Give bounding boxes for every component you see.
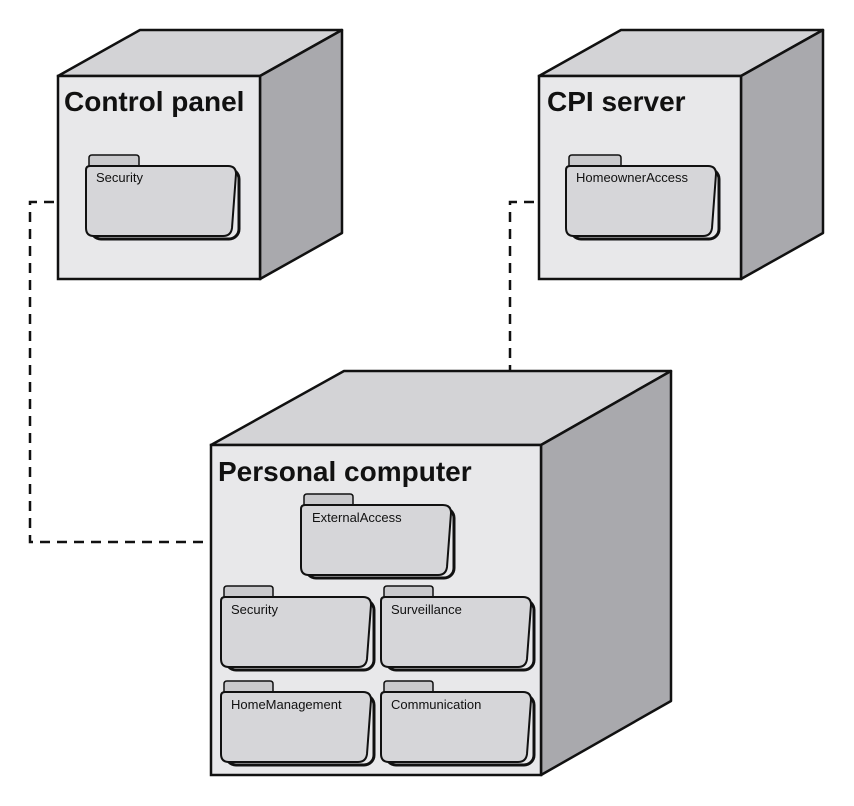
package-label: ExternalAccess: [312, 510, 402, 525]
package-label: Communication: [391, 697, 481, 712]
package-home-management: HomeManagement: [220, 680, 376, 767]
package-tab: [303, 493, 354, 506]
package-tab: [568, 154, 622, 167]
node-title: CPI server: [547, 86, 686, 117]
package-homeowner-access: HomeownerAccess: [565, 154, 721, 241]
package-body: [380, 691, 533, 763]
node-title: Control panel: [64, 86, 244, 117]
package-label: HomeownerAccess: [576, 170, 688, 185]
package-body: [85, 165, 238, 237]
package-surveillance: Surveillance: [380, 585, 536, 672]
package-body: [220, 596, 373, 668]
node-control-panel: Control panel Security: [56, 28, 344, 281]
node-personal-computer: Personal computer ExternalAccess Securit…: [209, 369, 673, 777]
package-label: Security: [231, 602, 278, 617]
package-security: Security: [220, 585, 376, 672]
package-tab: [383, 680, 434, 693]
package-tab: [383, 585, 434, 598]
package-tab: [223, 680, 274, 693]
package-body: [220, 691, 373, 763]
package-label: Security: [96, 170, 143, 185]
dependency-control-security-to-external-access: [28, 200, 303, 544]
package-label: Surveillance: [391, 602, 462, 617]
package-body: [300, 504, 453, 576]
package-communication: Communication: [380, 680, 536, 767]
package-body: [565, 165, 718, 237]
package-body: [380, 596, 533, 668]
package-tab: [223, 585, 274, 598]
node-title: Personal computer: [218, 456, 472, 487]
package-external-access: ExternalAccess: [300, 493, 456, 580]
package-label: HomeManagement: [231, 697, 342, 712]
package-security: Security: [85, 154, 241, 241]
package-tab: [88, 154, 140, 167]
node-cpi-server: CPI server HomeownerAccess: [537, 28, 825, 281]
